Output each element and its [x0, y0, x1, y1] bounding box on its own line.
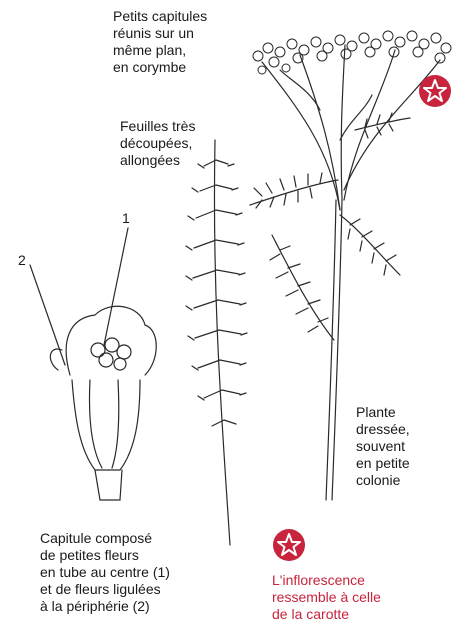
corymb-inflorescence: [253, 31, 451, 210]
inflorescence-caption: Petits capitules réunis sur un même plan…: [113, 8, 207, 76]
marker-1: 1: [122, 210, 130, 226]
star-badge-icon: [418, 74, 452, 108]
carrot-note: L'inflorescence ressemble à celle de la …: [272, 572, 381, 623]
pointer-1: [104, 228, 128, 345]
flower-head-detail: [30, 228, 156, 500]
marker-2: 2: [18, 252, 26, 268]
main-stem: [332, 200, 342, 500]
star-badge-icon: [272, 528, 306, 562]
plant-leaves: [250, 113, 410, 340]
flower-head-caption: Capitule composé de petites fleurs en tu…: [40, 530, 170, 615]
leaves-caption: Feuilles très découpées, allongées: [120, 118, 195, 169]
long-leaf: [186, 140, 247, 545]
plant-caption: Plante dressée, souvent en petite coloni…: [356, 404, 410, 489]
pointer-2: [30, 265, 65, 365]
